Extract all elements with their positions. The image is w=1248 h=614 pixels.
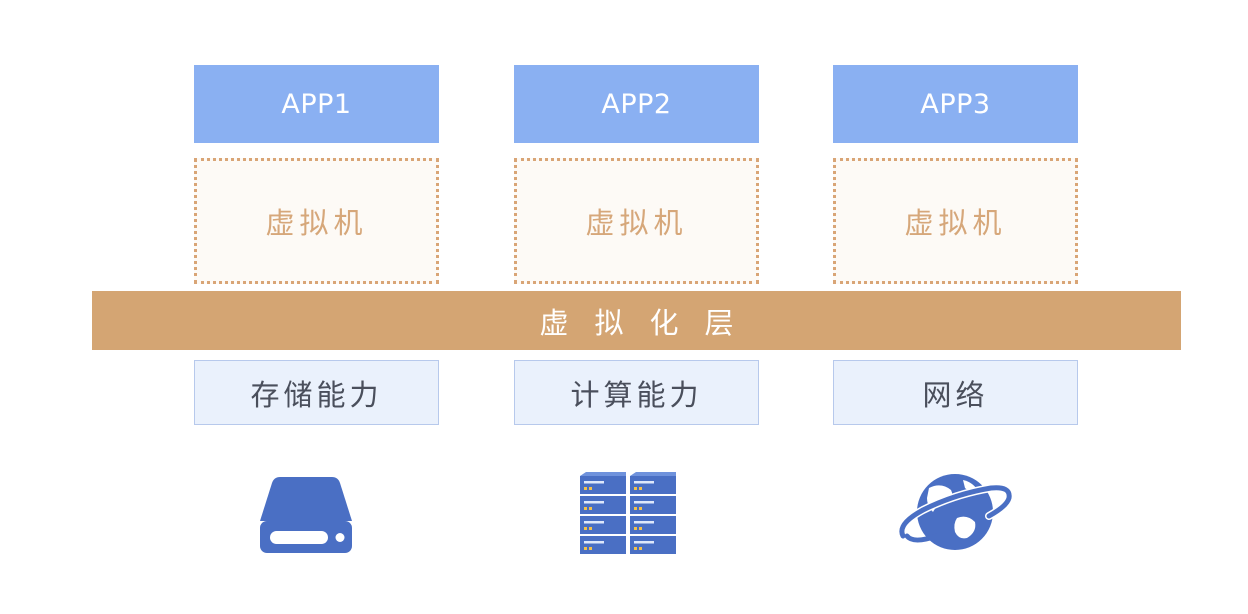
vm3-box: 虚拟机	[833, 158, 1078, 284]
app3-box: APP3	[833, 65, 1078, 143]
network-box: 网络	[833, 360, 1078, 425]
hard-drive-icon	[258, 475, 354, 555]
server-rack-icon	[578, 472, 678, 562]
virtualization-layer-bar: 虚拟化层	[92, 291, 1181, 350]
compute-capability-box: 计算能力	[514, 360, 759, 425]
app1-box: APP1	[194, 65, 439, 143]
vm2-box: 虚拟机	[514, 158, 759, 284]
globe-planet-icon	[893, 466, 1017, 562]
app2-box: APP2	[514, 65, 759, 143]
vm1-box: 虚拟机	[194, 158, 439, 284]
storage-capability-box: 存储能力	[194, 360, 439, 425]
